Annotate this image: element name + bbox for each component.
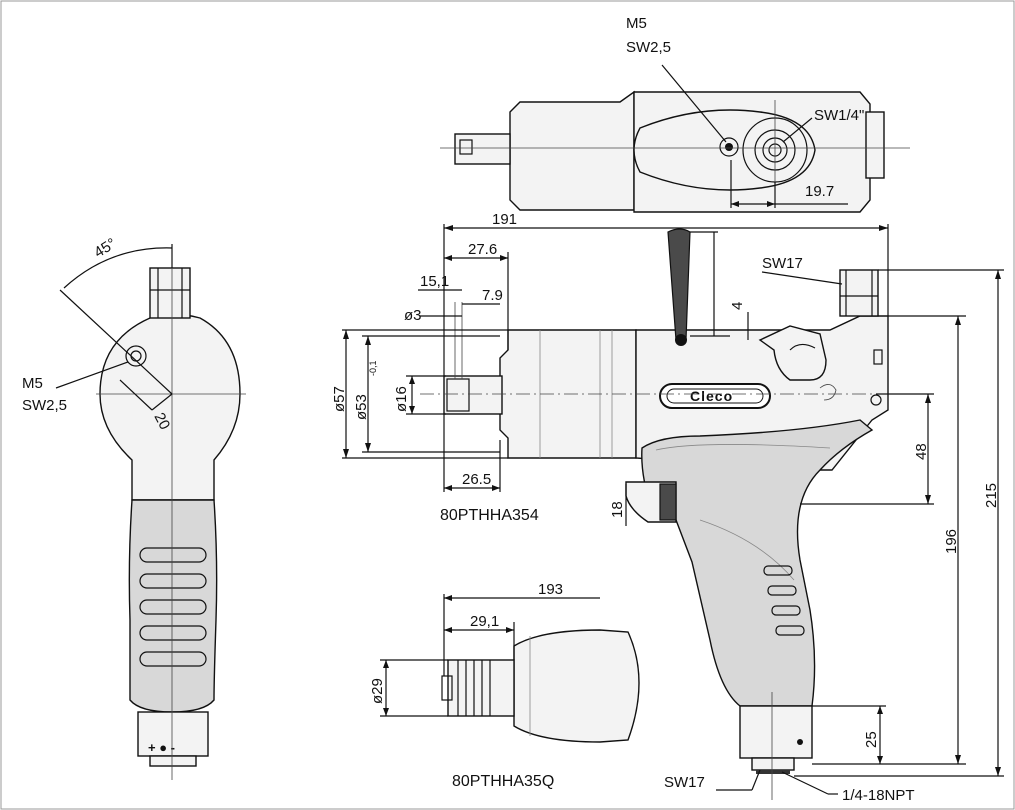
dim-27-6: 27.6: [468, 241, 497, 258]
dim-18: 18: [609, 501, 626, 518]
front-view: + ● - 45° M5 SW2,5 20: [22, 235, 246, 780]
dim-phi16: ø16: [393, 386, 410, 412]
dim-193: 193: [538, 581, 563, 598]
brand-badge: [659, 383, 771, 409]
model-label-a: 80PTHHA354: [440, 507, 539, 524]
air-inlet-thread: 1/4-18NPT: [842, 787, 915, 804]
front-screw-label: M5: [22, 375, 43, 392]
dim-191: 191: [492, 211, 517, 228]
top-view: M5 SW2,5 SW1/4" 19.7: [440, 15, 910, 213]
front-wrench-label: SW2,5: [22, 397, 67, 414]
direction-switch-symbols: + ● -: [148, 740, 175, 755]
dim-phi53: ø53: [353, 394, 370, 420]
dim-phi3: ø3: [404, 307, 422, 324]
brand-logo: Cleco: [690, 388, 733, 404]
dim-48: 48: [913, 443, 930, 460]
dim-phi29: ø29: [369, 678, 386, 704]
dim-196: 196: [943, 529, 960, 554]
dim-4: 4: [729, 302, 746, 310]
top-wrench-label: SW2,5: [626, 39, 671, 56]
dim-29-1: 29,1: [470, 613, 499, 630]
dim-7-9: 7.9: [482, 287, 503, 304]
top-drive-label: SW1/4": [814, 107, 864, 124]
dim-26-5: 26.5: [462, 471, 491, 488]
side-view: Cleco 191 27.6: [331, 211, 1004, 804]
dim-25: 25: [863, 731, 880, 748]
top-screw-label: M5: [626, 15, 647, 32]
sw17-bottom: SW17: [664, 774, 705, 791]
model-label-b: 80PTHHA35Q: [452, 773, 554, 790]
dim-phi57: ø57: [331, 386, 348, 412]
dim-15-1: 15,1: [420, 273, 449, 290]
front-angle: 45°: [91, 235, 119, 261]
dim-phi53-tol: -0,1: [368, 360, 378, 376]
front-offset-dim: 20: [150, 410, 173, 433]
variant-view: 193 29,1 ø29 80PTHHA35Q: [369, 581, 640, 790]
sw17-top: SW17: [762, 255, 803, 272]
top-offset-dim: 19.7: [805, 183, 834, 200]
dim-215: 215: [983, 483, 1000, 508]
